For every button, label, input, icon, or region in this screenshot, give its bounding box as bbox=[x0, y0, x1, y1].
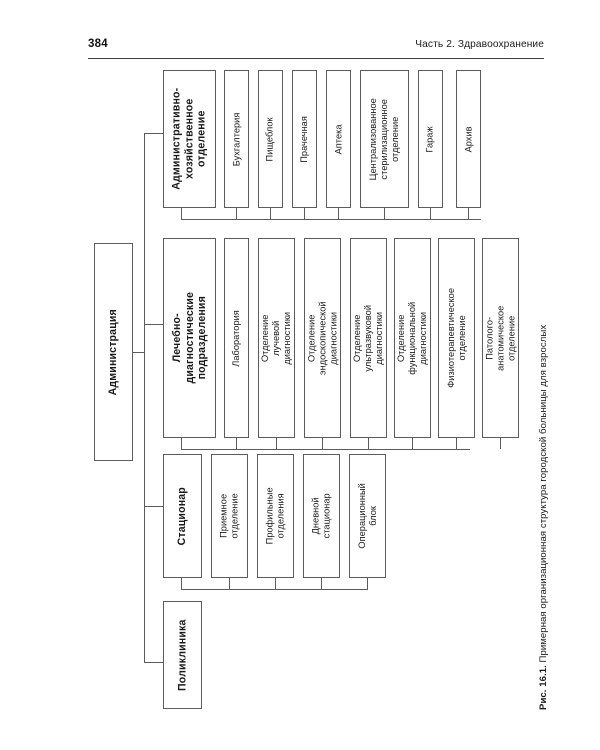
branch-connector-4 bbox=[144, 662, 163, 663]
node-administration: Администрация bbox=[94, 243, 133, 461]
trunk-line bbox=[144, 133, 145, 662]
node-medical-diagnostic-units: Лечебно-диагностические подразделения bbox=[163, 238, 216, 438]
figure-caption: Рис. 16.1. Примерная организационная стр… bbox=[538, 325, 549, 710]
node-label: Администрация bbox=[107, 308, 120, 396]
child-riser bbox=[321, 578, 322, 589]
child-riser bbox=[367, 578, 368, 589]
child-riser bbox=[270, 208, 271, 219]
node-label: Аптека bbox=[333, 124, 344, 154]
figure-caption-number: Рис. 16.1. bbox=[538, 665, 549, 710]
node-label: Пищеблок bbox=[265, 116, 276, 162]
node-label: Отделение эндоскопической диагностики bbox=[306, 301, 338, 375]
child-riser bbox=[276, 438, 277, 449]
node-accounting: Бухгалтерия bbox=[224, 70, 249, 208]
child-riser bbox=[500, 438, 501, 449]
node-label: Стационар bbox=[176, 486, 189, 546]
node-label: Физиотерапевтическое отделение bbox=[445, 288, 467, 388]
node-endoscopic-diagnostics-department: Отделение эндоскопической диагностики bbox=[304, 238, 341, 438]
node-label: Операционный блок bbox=[356, 483, 378, 549]
child-bus-drop-3 bbox=[181, 578, 182, 589]
child-riser bbox=[304, 208, 305, 219]
node-polyclinic: Поликлиника bbox=[163, 601, 202, 709]
child-bus-3 bbox=[181, 589, 368, 590]
node-archive: Архив bbox=[456, 70, 481, 208]
child-riser bbox=[322, 438, 323, 449]
node-operating-unit: Операционный блок bbox=[349, 454, 386, 578]
node-central-sterilization-department: Централизованное стерилизационное отделе… bbox=[360, 70, 409, 208]
node-label: Архив bbox=[463, 125, 474, 152]
node-label: Патолого-анатомическое отделение bbox=[484, 305, 516, 371]
node-label: Бухгалтерия bbox=[231, 112, 242, 166]
child-riser bbox=[456, 438, 457, 449]
node-specialized-departments: Профильные отделения bbox=[257, 454, 294, 578]
running-title: Часть 2. Здравоохранение bbox=[415, 39, 544, 50]
child-riser bbox=[236, 208, 237, 219]
child-riser bbox=[236, 438, 237, 449]
node-radiology-diagnostics-department: Отделение лучевой диагностики bbox=[258, 238, 295, 438]
node-label: Отделение лучевой диагностики bbox=[260, 311, 292, 365]
child-riser bbox=[275, 578, 276, 589]
node-garage: Гараж bbox=[418, 70, 443, 208]
running-head: 384 Часть 2. Здравоохранение bbox=[88, 38, 544, 60]
node-physiotherapy-department: Физиотерапевтическое отделение bbox=[438, 238, 475, 438]
branch-connector-2 bbox=[144, 324, 163, 325]
node-label: Лечебно-диагностические подразделения bbox=[170, 292, 208, 384]
node-label: Отделение функциональной диагностики bbox=[396, 301, 428, 375]
child-bus-drop-2 bbox=[181, 438, 182, 449]
child-bus-1 bbox=[181, 219, 481, 220]
child-riser bbox=[338, 208, 339, 219]
child-riser bbox=[229, 578, 230, 589]
node-laboratory: Лаборатория bbox=[224, 238, 249, 438]
node-label: Дневной стационар bbox=[310, 493, 332, 539]
header-divider bbox=[88, 58, 544, 59]
child-bus-2 bbox=[181, 449, 470, 450]
node-food-unit: Пищеблок bbox=[258, 70, 283, 208]
node-functional-diagnostics-department: Отделение функциональной диагностики bbox=[394, 238, 431, 438]
node-admission-department: Приемное отделение bbox=[211, 454, 248, 578]
node-label: Лаборатория bbox=[231, 309, 242, 367]
node-label: Гараж bbox=[425, 125, 436, 153]
node-pathology-anatomy-department: Патолого-анатомическое отделение bbox=[482, 238, 519, 438]
node-label: Приемное отделение bbox=[218, 493, 240, 539]
branch-connector-1 bbox=[144, 133, 163, 134]
node-day-hospital: Дневной стационар bbox=[303, 454, 340, 578]
node-label: Прачечная bbox=[299, 115, 310, 163]
node-inpatient-hospital: Стационар bbox=[163, 454, 202, 578]
node-administrative-economic-department: Административно-хозяйственное отделение bbox=[163, 70, 216, 208]
trunk-stub bbox=[133, 352, 144, 353]
child-riser bbox=[368, 438, 369, 449]
child-riser bbox=[412, 438, 413, 449]
child-riser bbox=[468, 208, 469, 219]
node-label: Профильные отделения bbox=[264, 487, 286, 545]
page-number: 384 bbox=[88, 38, 108, 50]
node-ultrasound-diagnostics-department: Отделение ультразвуковой диагностики bbox=[350, 238, 387, 438]
child-riser bbox=[384, 208, 385, 219]
child-riser bbox=[430, 208, 431, 219]
figure-caption-text: Примерная организационная структура горо… bbox=[538, 324, 549, 663]
node-label: Отделение ультразвуковой диагностики bbox=[352, 304, 384, 372]
node-label: Централизованное стерилизационное отделе… bbox=[368, 97, 400, 181]
node-laundry: Прачечная bbox=[292, 70, 317, 208]
node-pharmacy: Аптека bbox=[326, 70, 351, 208]
branch-connector-3 bbox=[144, 506, 163, 507]
child-bus-drop-1 bbox=[181, 208, 182, 219]
node-label: Административно-хозяйственное отделение bbox=[170, 87, 208, 191]
node-label: Поликлиника bbox=[176, 619, 189, 691]
